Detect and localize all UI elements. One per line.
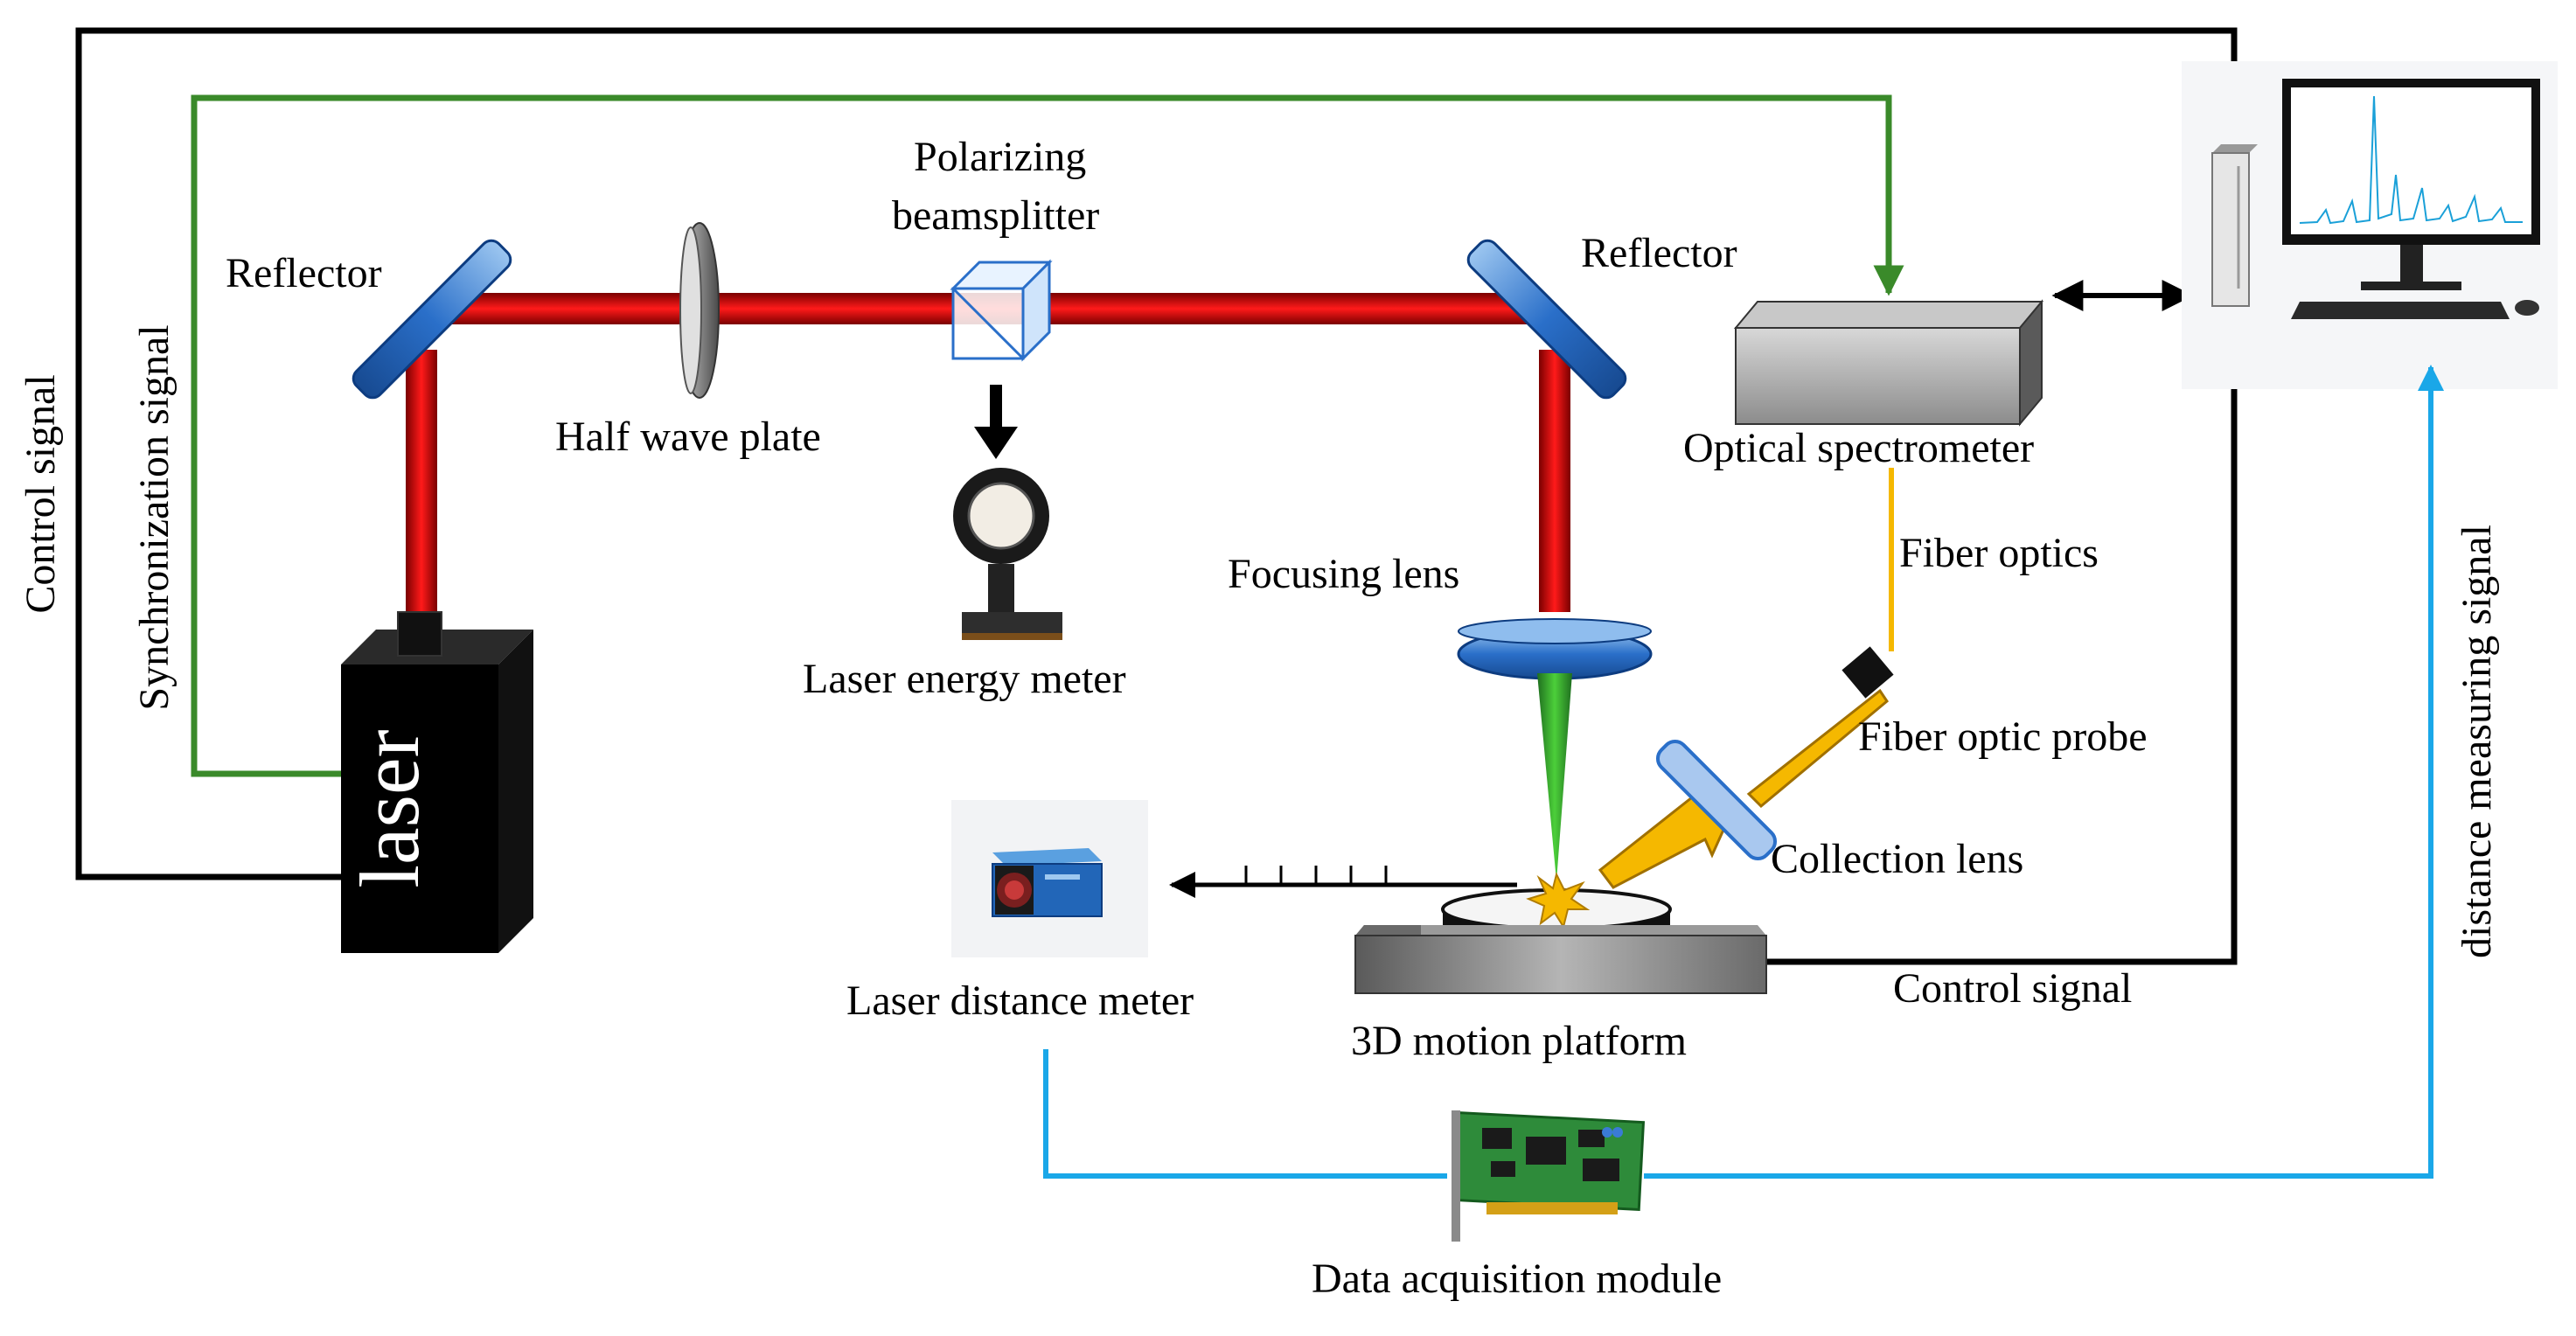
laser-source: laser	[341, 611, 533, 953]
distance-measuring-signal-label: distance measuring signal	[2454, 525, 2500, 958]
fiber-optic-probe	[1841, 646, 1894, 699]
reflector-right	[1466, 239, 1627, 400]
monitor	[2282, 79, 2540, 290]
focused-beam	[1537, 673, 1572, 881]
laser-energy-meter-label: Laser energy meter	[803, 656, 1126, 702]
control-signal-left-label: Control signal	[17, 374, 64, 613]
focusing-lens	[1457, 618, 1653, 680]
fiber-optics-label: Fiber optics	[1899, 530, 2099, 576]
polarizing-beamsplitter	[950, 259, 1053, 362]
laser-label: laser	[343, 729, 436, 887]
beam-vertical-right	[1539, 350, 1570, 612]
collection-lens	[1655, 739, 1778, 861]
optical-spectrometer	[1733, 299, 2044, 427]
half-wave-plate	[679, 222, 720, 399]
optical-spectrometer-label: Optical spectrometer	[1683, 425, 2034, 471]
plasma-spark	[1526, 872, 1591, 929]
reflector-right-label: Reflector	[1581, 230, 1737, 276]
half-wave-plate-label: Half wave plate	[555, 414, 821, 460]
beamsplitter-down-arrow	[974, 385, 1018, 459]
data-acquisition-lines	[1043, 365, 2444, 1179]
beamsplitter-label-line2: beamsplitter	[892, 192, 1099, 239]
monitor-spectrum	[2299, 95, 2523, 225]
reflector-left	[352, 239, 512, 400]
data-acquisition-module-label: Data acquisition module	[1312, 1256, 1722, 1302]
beam-vertical-left	[406, 350, 437, 612]
control-signal-loop	[75, 27, 2238, 965]
motion-platform	[1354, 925, 1767, 994]
computer	[2182, 61, 2558, 389]
collection-lens-label: Collection lens	[1771, 836, 2023, 882]
mouse	[2515, 300, 2539, 316]
pc-tower	[2211, 144, 2258, 307]
laser-distance-meter-label: Laser distance meter	[846, 978, 1194, 1024]
fiber-optic-probe-label: Fiber optic probe	[1858, 713, 2148, 760]
control-signal-bottom-label: Control signal	[1893, 965, 2132, 1012]
beamsplitter-label-line1: Polarizing	[914, 134, 1086, 180]
focusing-lens-label: Focusing lens	[1228, 551, 1459, 597]
data-acquisition-module	[1452, 1110, 1646, 1242]
motion-platform-label: 3D motion platform	[1351, 1018, 1687, 1064]
distance-measurement-arrow	[1169, 866, 1517, 898]
synchronization-signal-line	[191, 94, 1904, 777]
synchronization-signal-label: Synchronization signal	[131, 324, 178, 710]
laser-energy-meter	[953, 468, 1062, 640]
laser-distance-meter	[951, 800, 1148, 957]
keyboard	[2291, 302, 2510, 319]
laser-aperture	[397, 611, 442, 657]
reflector-left-label: Reflector	[226, 250, 382, 296]
